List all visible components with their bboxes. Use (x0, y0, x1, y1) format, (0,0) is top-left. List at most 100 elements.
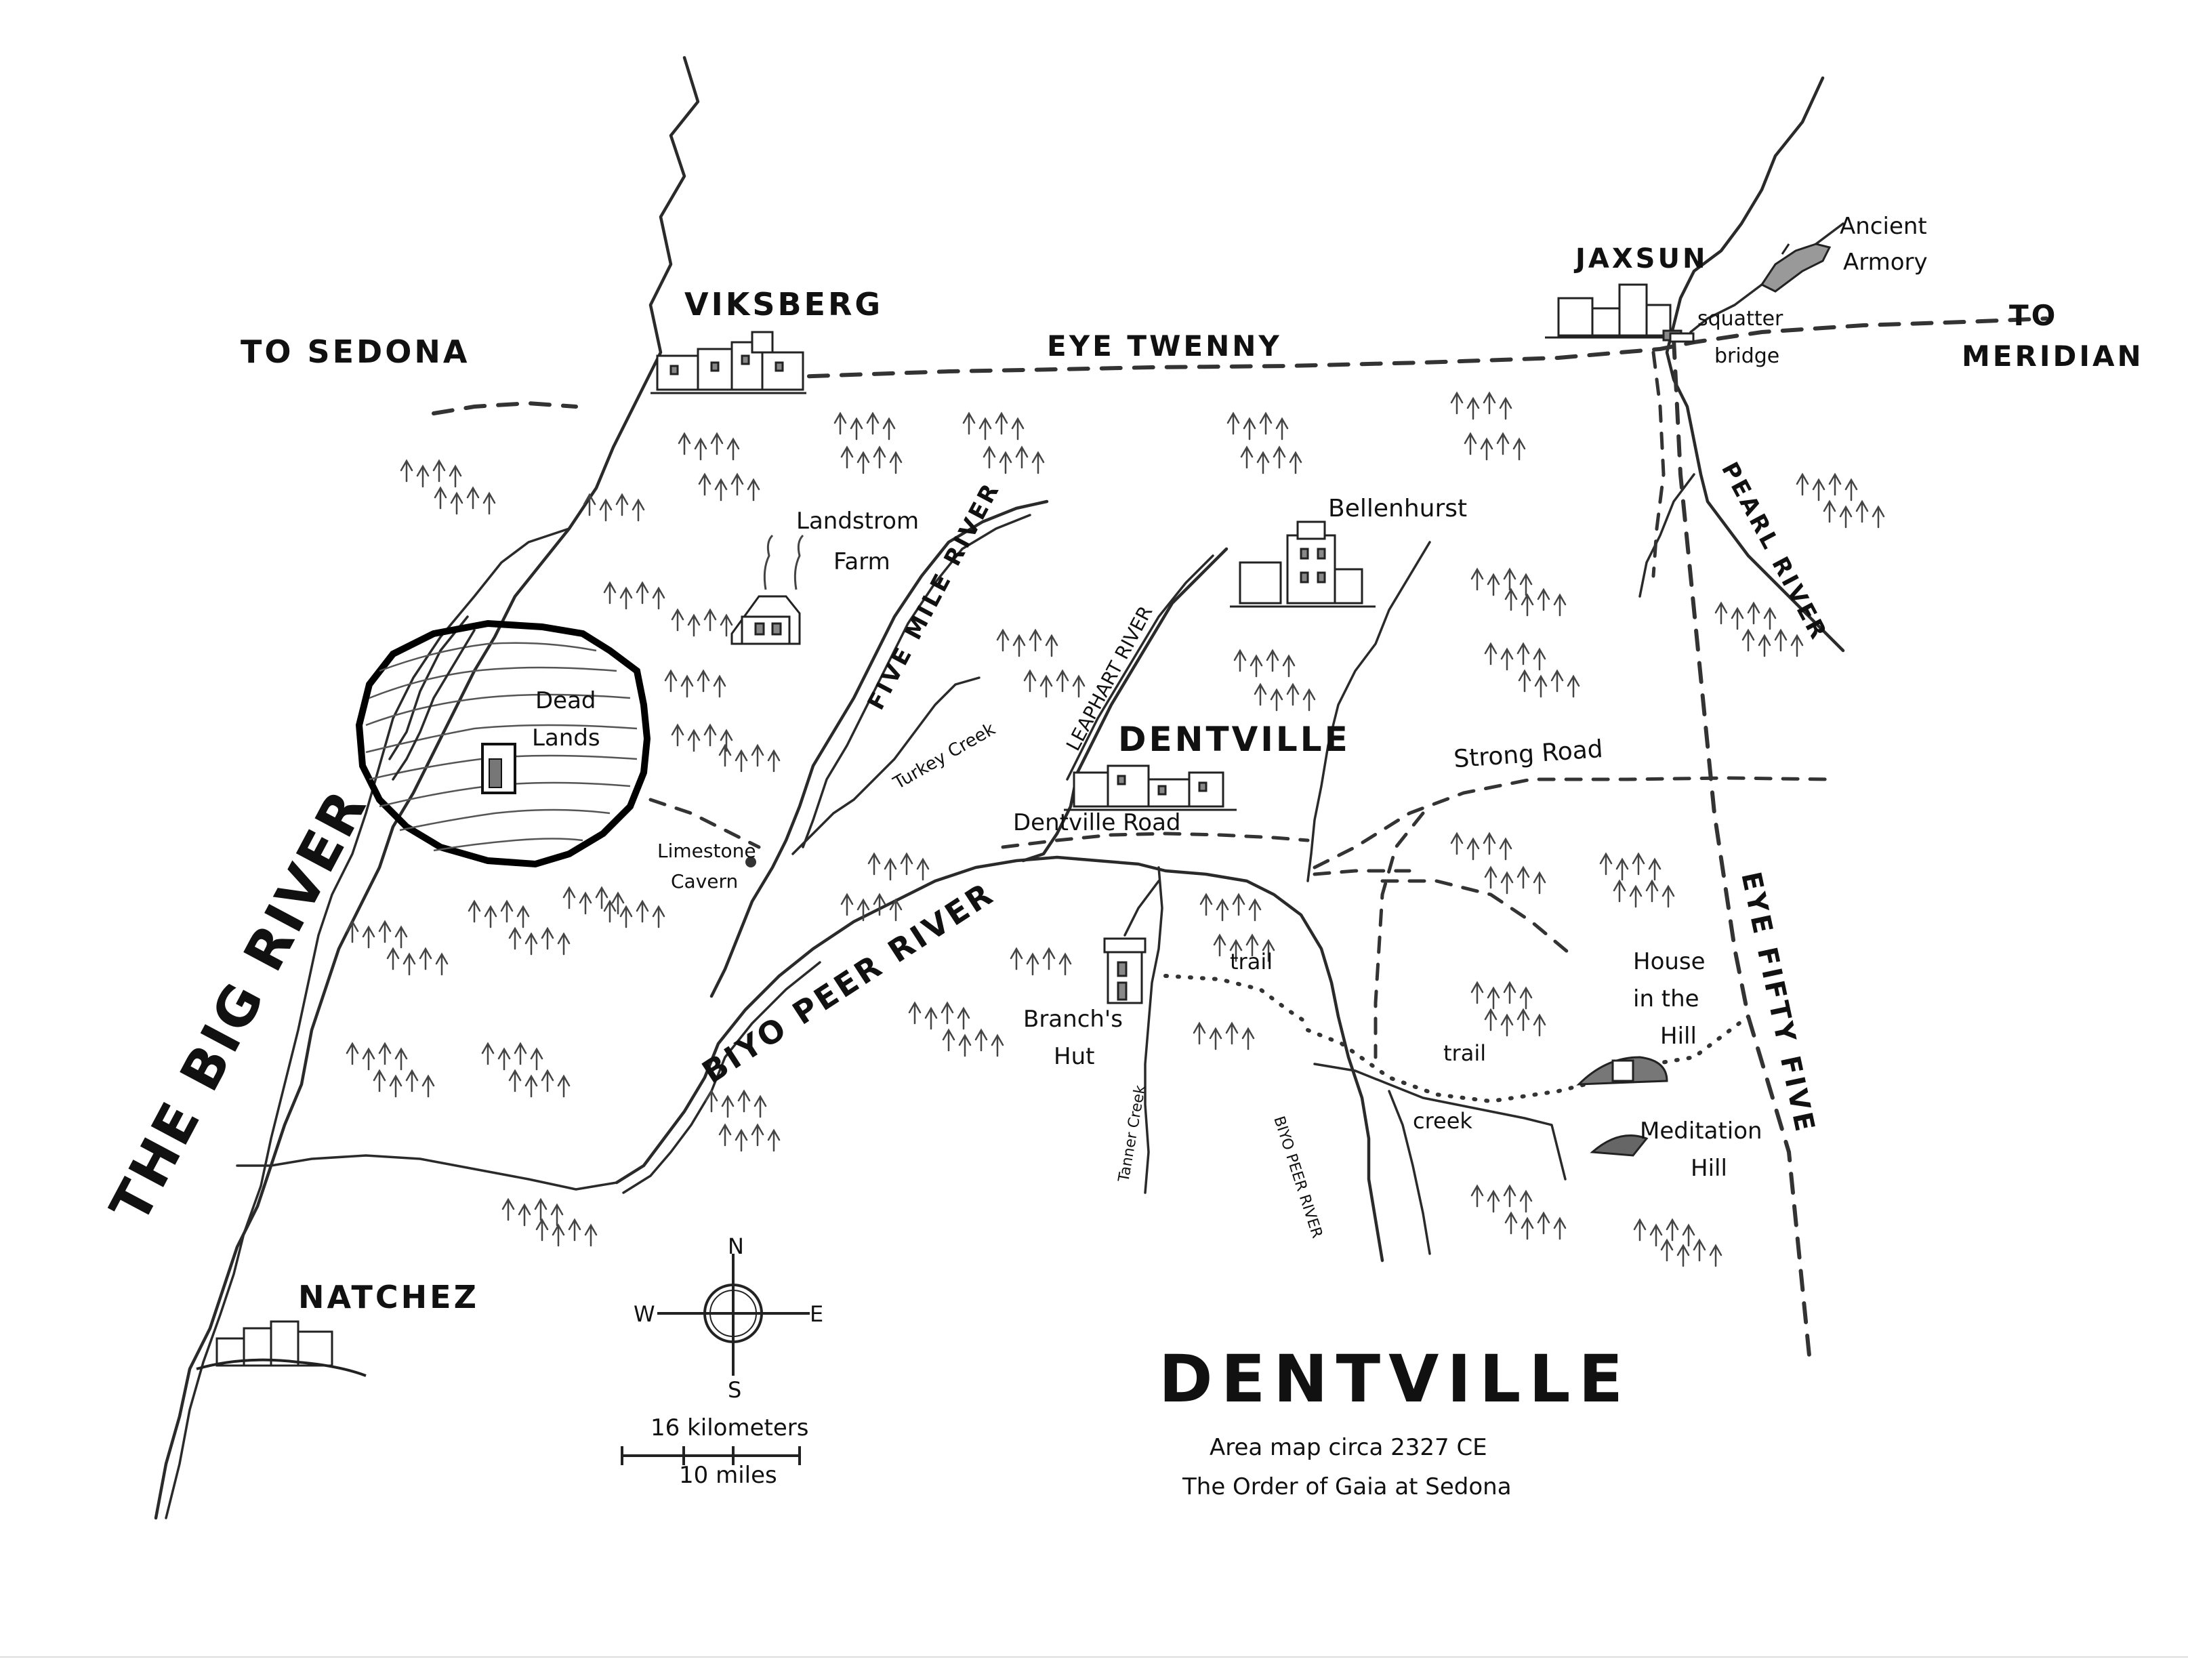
tree-mark (550, 1203, 564, 1227)
tree-mark (718, 743, 732, 767)
tree-mark (373, 1069, 386, 1092)
tree-mark (721, 1094, 735, 1118)
tree-mark (714, 478, 728, 501)
tree-mark (720, 613, 733, 637)
big-river-line (154, 56, 700, 1520)
tree-mark (1731, 607, 1744, 630)
tree-mark (1660, 1238, 1674, 1262)
tree-mark (767, 749, 781, 773)
tree-mark (1519, 573, 1533, 596)
tree-mark (1012, 634, 1026, 657)
tree-mark (400, 459, 413, 483)
tree-mark (562, 886, 576, 909)
tree-mark (1632, 852, 1645, 876)
east-road (1313, 869, 1411, 876)
tree-mark (619, 586, 633, 610)
leaphart-river-bank (1066, 554, 1214, 781)
tree-mark (1233, 649, 1247, 672)
tree-mark (394, 925, 408, 949)
tree-mark (962, 411, 976, 435)
bellenhurst-town-icon (1230, 520, 1376, 608)
tree-mark (726, 437, 740, 461)
place-label-house-2: in the (1633, 985, 1699, 1012)
tree-mark (450, 491, 463, 515)
trails (1163, 974, 1750, 1104)
tree-mark (1031, 451, 1045, 474)
tree-mark (1516, 1008, 1530, 1031)
tree-mark (996, 628, 1010, 652)
tree-mark (1243, 417, 1256, 441)
tree-mark (1553, 593, 1567, 617)
town-label-bellenhurst: Bellenhurst (1328, 495, 1467, 523)
tree-mark (541, 1069, 554, 1092)
tree-mark (751, 1123, 764, 1147)
tree-mark (873, 893, 886, 916)
place-label-house-1: House (1633, 948, 1706, 975)
tree-mark (1262, 939, 1275, 962)
tree-mark (1302, 688, 1316, 712)
tree-mark (1289, 451, 1302, 474)
tree-mark (416, 464, 430, 488)
tree-mark (884, 857, 897, 881)
tree-mark (1533, 1013, 1546, 1037)
tree-mark (524, 932, 538, 956)
direction-label-sedona: TO SEDONA (241, 333, 470, 370)
tree-mark (957, 1006, 970, 1030)
tree-mark (1648, 857, 1661, 881)
tree-mark (362, 1047, 375, 1071)
tree-mark (552, 1223, 565, 1247)
town-label-jaxsun: JAXSUN (1573, 243, 1708, 274)
tree-mark (1470, 981, 1484, 1004)
tree-mark (1241, 1027, 1255, 1050)
tree-mark (1480, 437, 1493, 461)
tree-mark (468, 899, 481, 923)
tree-mark (703, 723, 717, 747)
tree-mark (419, 947, 432, 970)
tree-mark (1487, 573, 1500, 596)
tree-mark (1270, 688, 1283, 712)
tree-mark (730, 472, 744, 496)
tree-mark (435, 952, 449, 976)
scale-label-km: 16 kilometers (651, 1414, 808, 1441)
tree-mark (1487, 986, 1500, 1010)
road-label-eye-twenny: EYE TWENNY (1047, 329, 1282, 363)
tree-mark (500, 899, 514, 923)
tree-mark (534, 1197, 548, 1221)
tree-mark (449, 464, 462, 488)
tree-mark (1844, 478, 1858, 501)
tree-mark (735, 749, 748, 773)
tree-mark (767, 1128, 781, 1152)
tree-mark (584, 1223, 598, 1247)
tree-mark (421, 1074, 435, 1098)
tree-mark (1519, 1189, 1533, 1213)
river-label-tanner-creek: Tanner Creek (1115, 1084, 1149, 1184)
place-label-landstrom-2: Farm (833, 548, 890, 575)
tree-mark (1839, 505, 1853, 529)
tree-mark (983, 445, 996, 469)
road-label-trail-1: trail (1230, 949, 1273, 975)
tree-mark (599, 498, 613, 522)
place-label-house-3: Hill (1660, 1023, 1697, 1050)
direction-label-meridian-2: MERIDIAN (1962, 340, 2144, 373)
tree-mark (889, 898, 903, 922)
tree-mark (1058, 952, 1072, 976)
tree-mark (1216, 898, 1229, 922)
river-label-creek: creek (1413, 1108, 1472, 1134)
tree-mark (1629, 884, 1643, 908)
map-title: DENTVILLE (1159, 1341, 1631, 1417)
tree-mark (991, 1033, 1004, 1057)
tree-mark (1872, 505, 1885, 529)
tree-mark (1286, 682, 1300, 706)
tree-mark (1484, 865, 1498, 889)
town-label-viksberg: VIKSBERG (684, 286, 883, 323)
tree-mark (856, 898, 870, 922)
tree-mark (1693, 1238, 1706, 1262)
tree-mark (1273, 445, 1286, 469)
tree-mark (995, 411, 1008, 435)
tree-mark (1045, 634, 1058, 657)
armory-icon (1760, 243, 1832, 293)
tree-mark (389, 1074, 402, 1098)
tree-mark (1466, 837, 1480, 861)
tree-mark (1533, 647, 1546, 671)
limestone-cavern-marker (745, 857, 756, 867)
